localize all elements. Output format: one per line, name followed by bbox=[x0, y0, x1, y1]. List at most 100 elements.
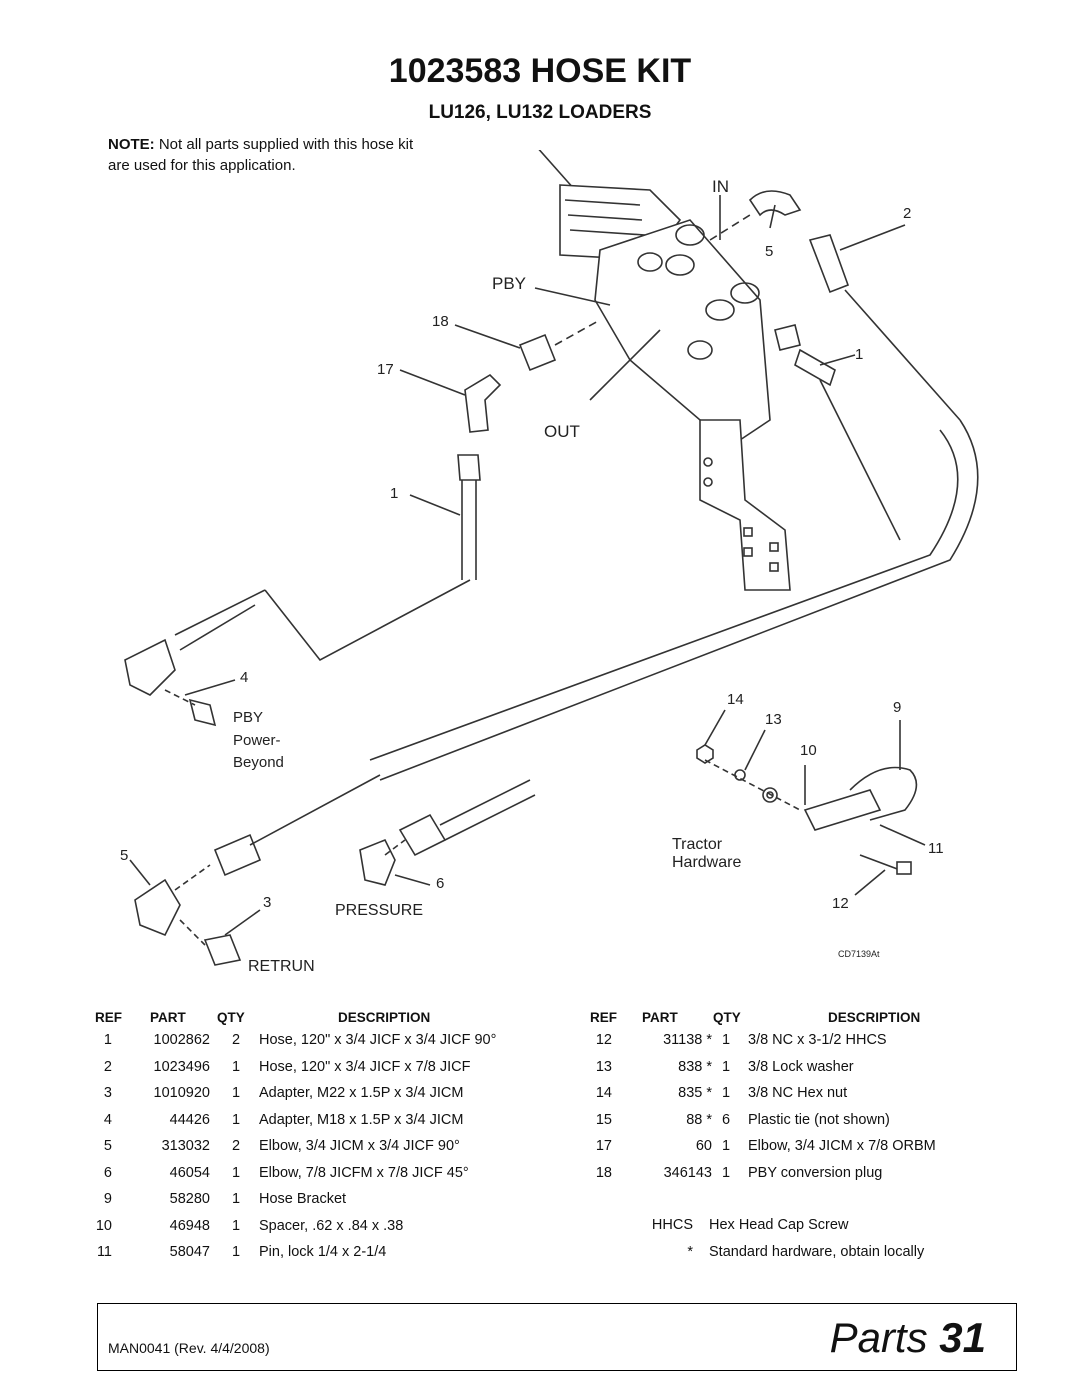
label-power: Power- bbox=[233, 732, 281, 749]
note-label: NOTE: bbox=[108, 136, 155, 153]
cell-ref: 1 bbox=[103, 1032, 112, 1048]
cell-ref: 18 bbox=[595, 1164, 612, 1181]
cell-part: 46054 bbox=[169, 1164, 210, 1181]
manual-revision: MAN0041 (Rev. 4/4/2008) bbox=[108, 1340, 270, 1356]
label-out: OUT bbox=[544, 422, 580, 441]
table-row: 6 46054 1 Elbow, 7/8 JICFM x 7/8 JICF 45° bbox=[95, 1165, 535, 1192]
cell-qty: 1 bbox=[722, 1058, 731, 1075]
header-qty: QTY bbox=[713, 1010, 741, 1025]
page-subtitle: LU126, LU132 LOADERS bbox=[428, 102, 652, 123]
callout-18: 18 bbox=[432, 313, 449, 330]
cell-ref: 2 bbox=[103, 1058, 112, 1075]
cell-part: 58047 bbox=[169, 1244, 210, 1260]
cell-part: 88 * bbox=[686, 1111, 712, 1128]
page-title: 1023583 HOSE KIT bbox=[388, 52, 692, 90]
cell-description: Adapter, M22 x 1.5P x 3/4 JICM bbox=[259, 1085, 464, 1101]
cell-description: Elbow, 3/4 JICM x 7/8 ORBM bbox=[748, 1138, 936, 1154]
cell-ref: 9 bbox=[103, 1191, 112, 1207]
cell-qty: 1 bbox=[232, 1111, 241, 1128]
header-qty: QTY bbox=[217, 1010, 245, 1025]
callout-1-left: 1 bbox=[390, 485, 398, 502]
table-row: 17 60 1 Elbow, 3/4 JICM x 7/8 ORBM bbox=[590, 1138, 1010, 1165]
section-name: Parts bbox=[829, 1314, 928, 1361]
cell-qty: 1 bbox=[232, 1164, 241, 1181]
cell-ref: 3 bbox=[103, 1085, 112, 1101]
cell-description: Hose Bracket bbox=[259, 1191, 347, 1207]
cell-ref: 17 bbox=[595, 1138, 612, 1154]
legend-text: Standard hardware, obtain locally bbox=[709, 1243, 925, 1260]
cell-description: Elbow, 7/8 JICFM x 7/8 JICF 45° bbox=[259, 1164, 469, 1181]
cell-qty: 1 bbox=[722, 1164, 731, 1181]
callout-9: 9 bbox=[893, 699, 901, 716]
cell-ref: 4 bbox=[103, 1111, 112, 1128]
cell-ref: 13 bbox=[595, 1058, 612, 1075]
cell-description: Elbow, 3/4 JICM x 3/4 JICF 90° bbox=[259, 1138, 460, 1154]
header-ref: REF bbox=[590, 1010, 617, 1025]
note-text: Not all parts supplied with this hose ki… bbox=[108, 136, 414, 174]
callout-10: 10 bbox=[800, 742, 817, 759]
cell-part: 838 * bbox=[678, 1058, 712, 1075]
cell-qty: 2 bbox=[232, 1032, 241, 1048]
cell-ref: 6 bbox=[103, 1164, 112, 1181]
callout-3: 3 bbox=[263, 894, 271, 911]
callout-13: 13 bbox=[765, 711, 782, 728]
callout-6: 6 bbox=[436, 875, 444, 892]
page-number: Parts 31 bbox=[830, 1314, 986, 1362]
legend-row: *Standard hardware, obtain locally bbox=[590, 1244, 1010, 1271]
callout-12: 12 bbox=[832, 895, 849, 912]
note: NOTE: Not all parts supplied with this h… bbox=[108, 134, 418, 176]
callout-17: 17 bbox=[377, 361, 394, 378]
header-part: PART bbox=[150, 1010, 186, 1025]
header-description: DESCRIPTION bbox=[828, 1010, 921, 1025]
label-tractor: Tractor bbox=[672, 836, 723, 853]
cell-part: 346143 bbox=[663, 1164, 712, 1181]
page-num: 31 bbox=[939, 1314, 986, 1361]
callout-4: 4 bbox=[240, 669, 248, 686]
cell-qty: 1 bbox=[232, 1058, 241, 1075]
callout-2: 2 bbox=[903, 205, 911, 222]
cell-part: 60 bbox=[695, 1138, 712, 1154]
callout-11: 11 bbox=[928, 840, 944, 857]
cell-description: Plastic tie (not shown) bbox=[748, 1111, 890, 1128]
cell-qty: 1 bbox=[722, 1085, 731, 1101]
cell-description: 3/8 NC Hex nut bbox=[748, 1085, 848, 1101]
label-in: IN bbox=[712, 177, 729, 196]
cell-ref: 14 bbox=[595, 1085, 612, 1101]
cell-part: 46948 bbox=[169, 1217, 210, 1234]
cell-part: 835 * bbox=[678, 1085, 712, 1101]
callout-1-right: 1 bbox=[855, 346, 863, 363]
hose-kit-diagram: IN 2 5 PBY 18 17 1 OUT 1 4 PBY Power- Be… bbox=[120, 150, 979, 975]
cell-qty: 2 bbox=[232, 1138, 241, 1154]
cell-qty: 6 bbox=[722, 1111, 731, 1128]
cell-part: 58280 bbox=[169, 1191, 210, 1207]
table-header: REF PART QTY DESCRIPTION bbox=[590, 1010, 1010, 1032]
label-beyond: Beyond bbox=[233, 754, 284, 771]
page-footer: MAN0041 (Rev. 4/4/2008) Parts 31 bbox=[97, 1303, 1017, 1371]
label-retrun: RETRUN bbox=[248, 958, 315, 975]
callout-14: 14 bbox=[727, 691, 744, 708]
drawing-id: CD7139At bbox=[838, 949, 880, 959]
callout-5-bottom: 5 bbox=[120, 847, 128, 864]
cell-ref: 10 bbox=[95, 1217, 112, 1234]
header-description: DESCRIPTION bbox=[338, 1010, 431, 1025]
label-pressure: PRESSURE bbox=[335, 902, 423, 919]
cell-description: 3/8 Lock washer bbox=[748, 1058, 854, 1075]
cell-qty: 1 bbox=[232, 1085, 241, 1101]
table-header: REF PART QTY DESCRIPTION bbox=[95, 1010, 535, 1032]
cell-description: Pin, lock 1/4 x 2-1/4 bbox=[259, 1244, 387, 1260]
cell-description: Spacer, .62 x .84 x .38 bbox=[259, 1217, 404, 1234]
cell-part: 44426 bbox=[169, 1111, 210, 1128]
label-pby-lower: PBY bbox=[233, 709, 263, 726]
cell-qty: 1 bbox=[232, 1244, 241, 1260]
cell-qty: 1 bbox=[722, 1138, 731, 1154]
cell-qty: 1 bbox=[232, 1191, 241, 1207]
cell-ref: 11 bbox=[96, 1244, 112, 1260]
